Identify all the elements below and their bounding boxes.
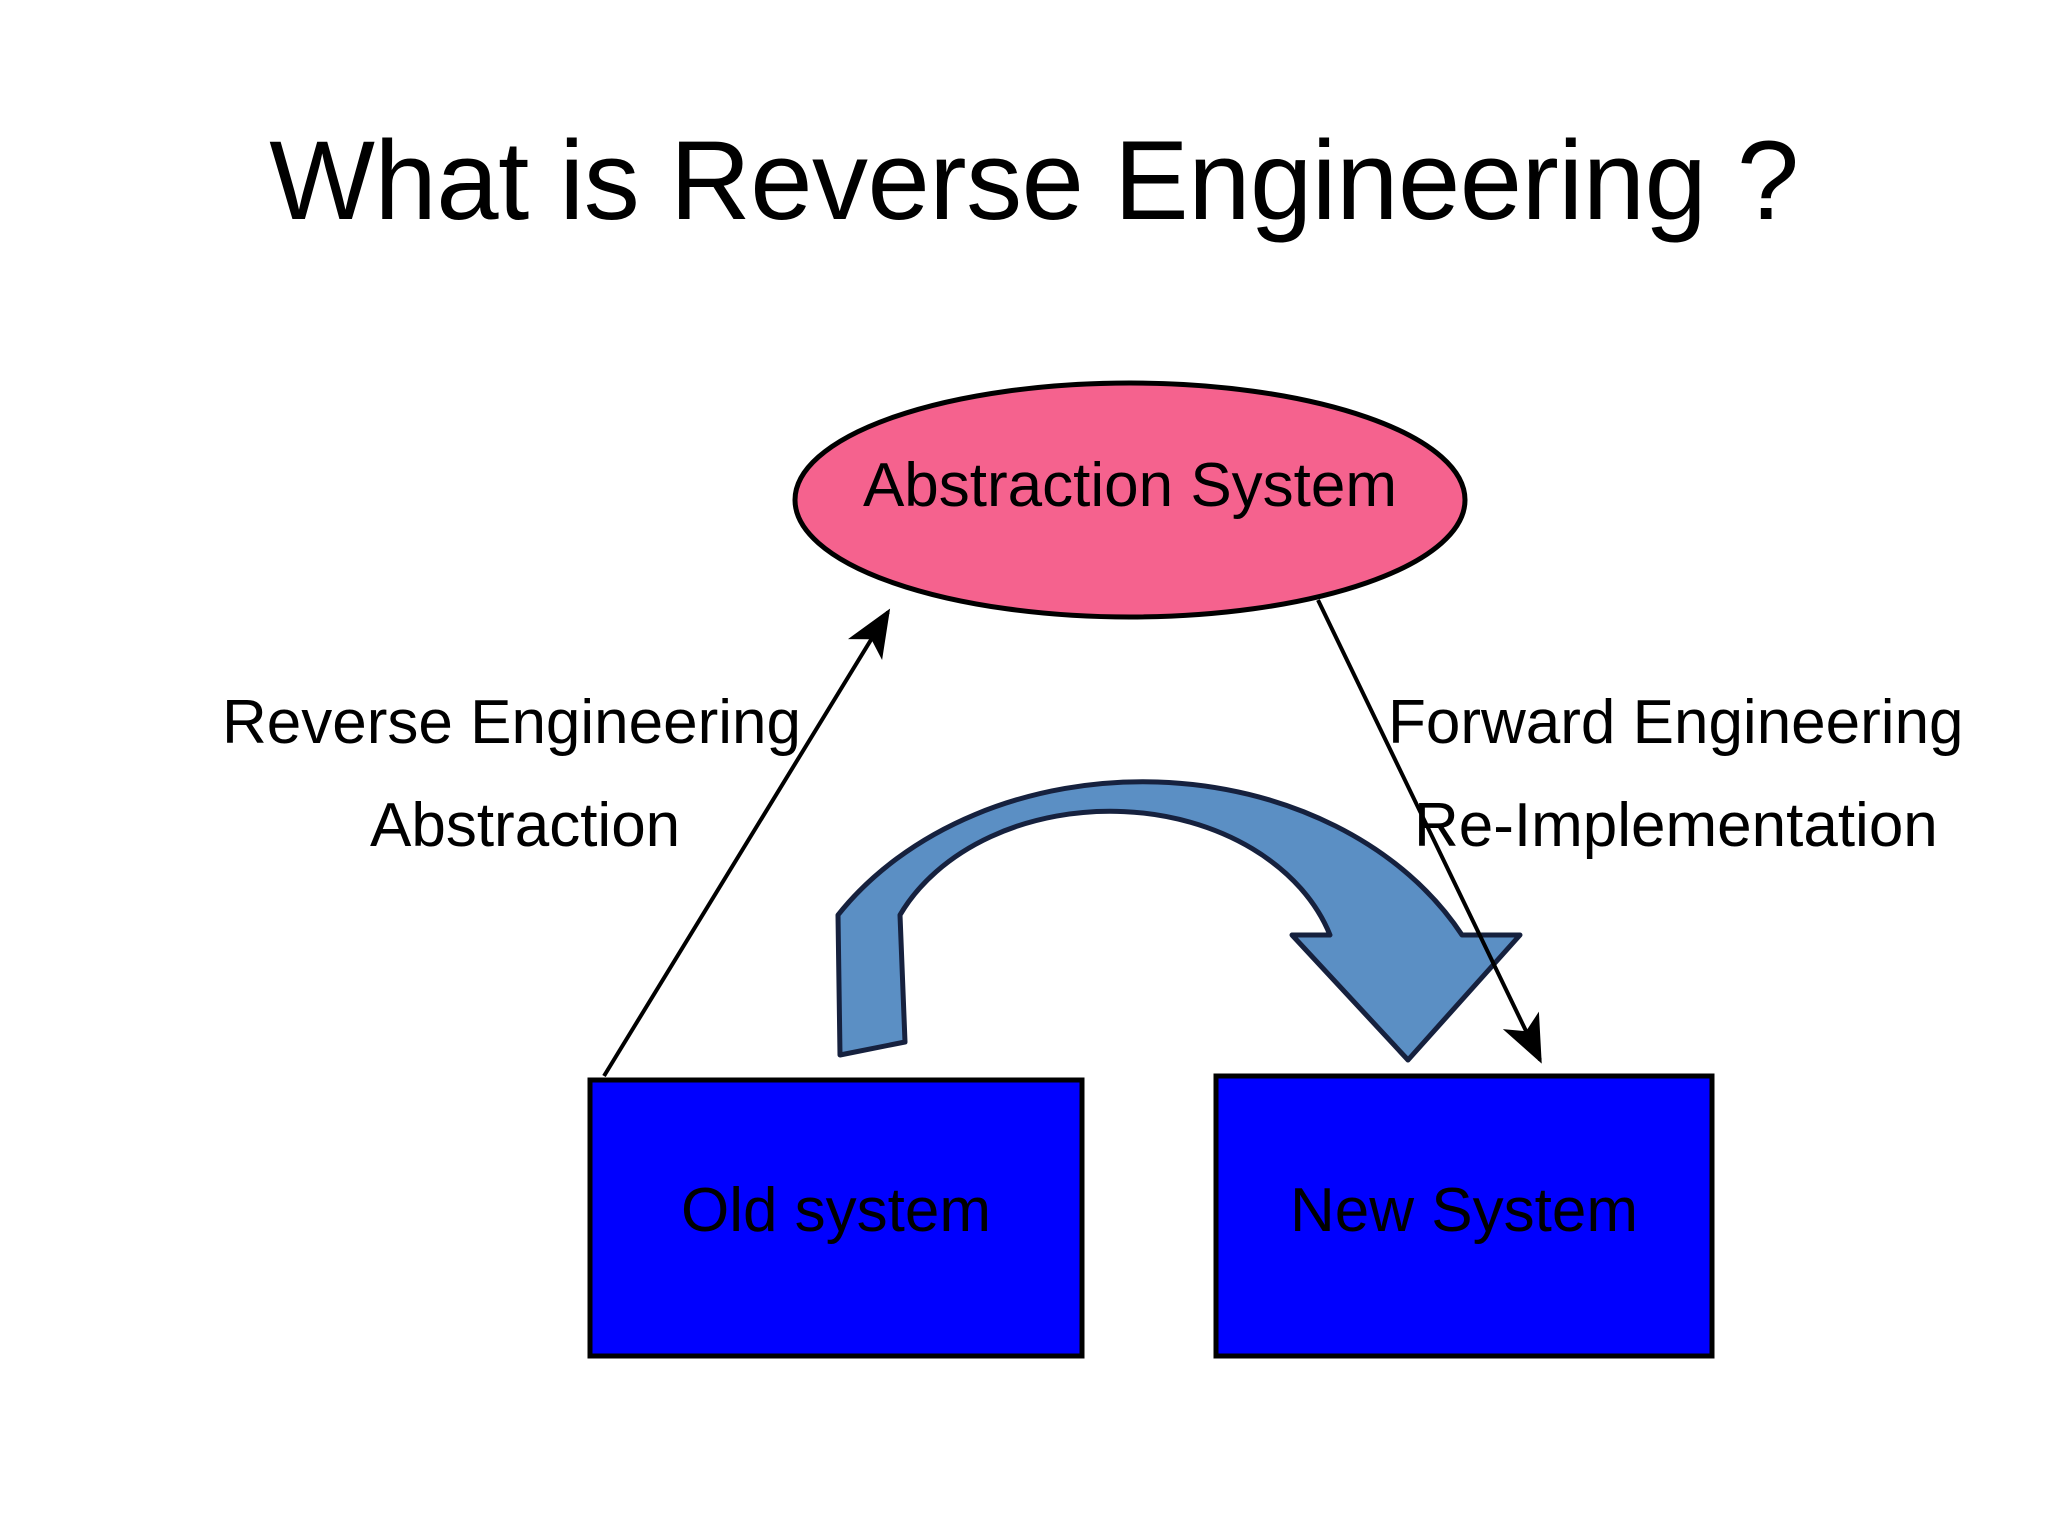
page-title: What is Reverse Engineering ?	[269, 118, 1799, 243]
reverse-engineering-edge-label-line1: Reverse Engineering	[222, 688, 802, 757]
restructure-curved-arrow	[835, 779, 1523, 1063]
abstraction-system-label: Abstraction System	[862, 451, 1398, 520]
new-system-box[interactable]	[1213, 1073, 1715, 1359]
reverse-engineering-edge-label-line2: Abstraction	[370, 791, 681, 860]
reverse-engineering-arrow	[602, 608, 891, 1078]
forward-engineering-edge-label-line1: Forward Engineering	[1388, 688, 1964, 757]
old-system-box[interactable]	[587, 1077, 1085, 1359]
forward-engineering-edge-label-line2: Re-Implementation	[1414, 791, 1938, 860]
new-system-label: New System	[1290, 1176, 1638, 1245]
abstraction-system-ellipse[interactable]	[792, 380, 1468, 620]
old-system-label: Old system	[680, 1176, 992, 1245]
forward-engineering-arrow	[1316, 599, 1542, 1064]
